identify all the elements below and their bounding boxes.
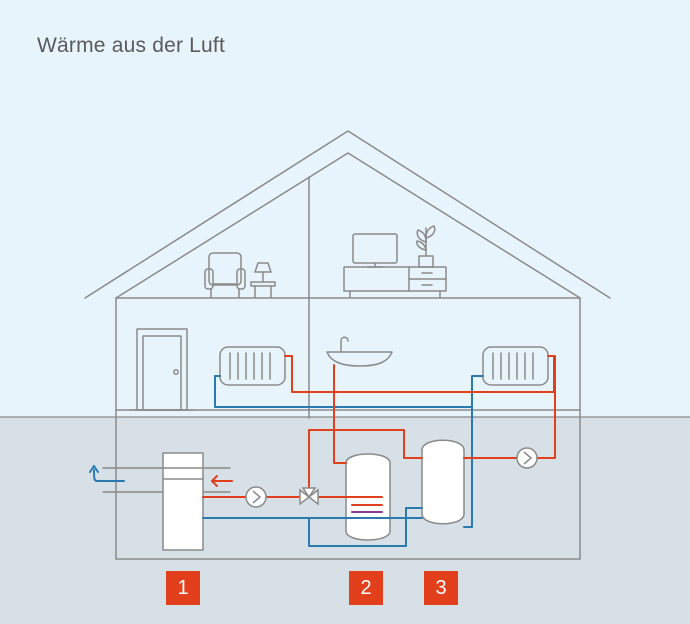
sink-icon [326,336,393,367]
cold-pipe-tank-return [308,507,423,547]
ground-background [0,417,690,624]
hot-supply-left-radiator [284,355,555,393]
circulation-pump-1-icon [245,486,267,508]
sky-background [0,0,690,417]
outgoing-air-arrowhead [89,465,99,473]
armchair-icon [204,252,246,298]
hot-supply-right-loop [535,355,556,459]
badge-hot-water-tank: 2 [349,571,383,605]
buffer-tank [421,439,465,525]
page-title: Wärme aus der Luft [37,34,226,57]
badge-heat-pump: 1 [166,571,200,605]
lamp-icon [250,262,276,298]
hot-pipe-to-sink [333,364,347,464]
outer-roof [84,130,611,299]
radiator-left-icon [219,346,286,386]
circulation-pump-2-icon [516,447,538,469]
outgoing-air-arrow [93,469,125,482]
three-way-valve-icon [299,487,319,506]
inner-roof [115,152,581,299]
heat-pump-unit [162,452,204,551]
incoming-air-arrowhead [211,475,218,487]
air-duct [102,467,231,493]
sideboard-icon [343,266,447,298]
door-icon [129,328,195,411]
plant-icon [416,225,436,268]
cold-return-right-radiator [463,375,484,528]
cold-return-left-radiator [214,375,473,408]
hot-pipe-valve-up [308,429,423,489]
badge-buffer-tank: 3 [424,571,458,605]
radiator-right-icon [482,346,549,386]
